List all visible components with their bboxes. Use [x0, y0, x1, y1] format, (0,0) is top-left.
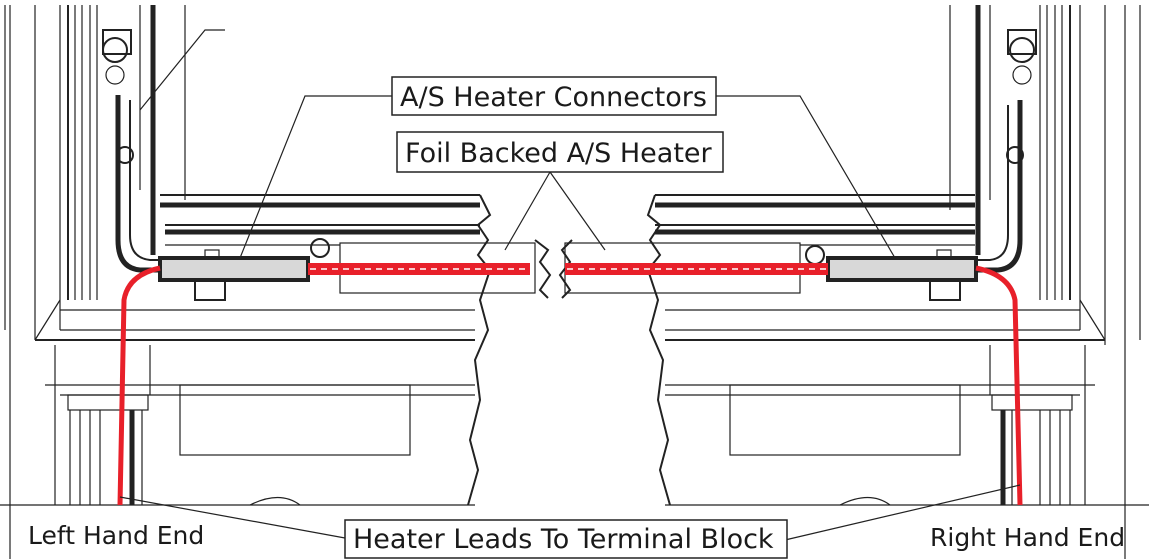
right-cabinet-frame [949, 5, 1141, 559]
label-foil-heater: Foil Backed A/S Heater [396, 131, 724, 173]
right-lower-frame [646, 194, 1149, 506]
label-right-end: Right Hand End [930, 523, 1125, 552]
label-leads: Heater Leads To Terminal Block [344, 519, 788, 559]
right-top-frame [655, 194, 975, 301]
left-cabinet-frame [4, 5, 225, 559]
callout-lines [119, 95, 1021, 541]
label-connectors-text: A/S Heater Connectors [400, 82, 707, 113]
right-heater-connector [826, 256, 978, 282]
left-lower-frame [0, 194, 492, 506]
left-heater-connector [158, 256, 310, 282]
label-connectors: A/S Heater Connectors [391, 76, 717, 116]
label-leads-text: Heater Leads To Terminal Block [353, 524, 774, 555]
label-foil-heater-text: Foil Backed A/S Heater [405, 138, 713, 169]
left-top-frame [160, 194, 480, 301]
label-left-end: Left Hand End [28, 521, 204, 550]
heater-wire [117, 263, 1023, 506]
